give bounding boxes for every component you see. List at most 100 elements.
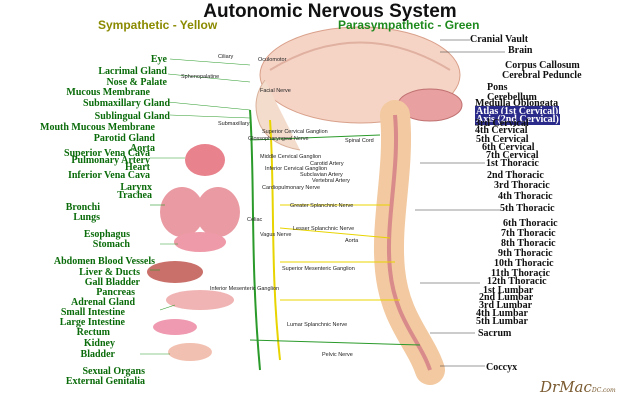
right-label-2nd-lumbar: 2nd Lumbar: [479, 292, 534, 303]
vagus-nerve-line: [249, 109, 261, 371]
left-label-submaxillary-gland: Submaxillary Gland: [83, 98, 170, 109]
right-label-11th-thoracic: 11th Thoracic: [491, 268, 550, 279]
right-label-axis-2nd-cervical-: Axis (2nd Cervical): [475, 114, 560, 125]
left-leader-lines: [140, 58, 251, 355]
bladder-shape: [168, 343, 212, 361]
left-label-nose-palate: Nose & Palate: [106, 77, 167, 88]
right-label-9th-thoracic: 9th Thoracic: [498, 248, 553, 259]
left-label-larynx: Larynx: [120, 182, 152, 193]
legend-parasympathetic: Parasympathetic - Green: [338, 18, 480, 32]
center-label-vertebral-artery: Vertebral Artery: [312, 178, 350, 184]
right-label-6th-thoracic: 6th Thoracic: [503, 218, 558, 229]
right-label-3rd-thoracic: 3rd Thoracic: [494, 180, 550, 191]
center-label-sphenopalatine: Sphenopalatine: [181, 74, 220, 80]
center-label-spinal-cord: Spinal Cord: [345, 138, 374, 144]
right-label-3rd-cervical: 3rd Cervical: [475, 118, 529, 129]
center-label-celiac: Celiac: [247, 217, 263, 223]
center-label-inferior-mesenteric-ganglion: Inferior Mesenteric Ganglion: [210, 286, 280, 292]
right-label-8th-thoracic: 8th Thoracic: [501, 238, 556, 249]
liver-shape: [147, 261, 203, 283]
center-label-glossopharyngeal-nerve: Glossopharyngeal Nerve: [248, 136, 309, 142]
left-lung-shape: [160, 187, 204, 237]
left-label-rectum: Rectum: [76, 327, 110, 338]
right-label-brain: Brain: [508, 45, 533, 56]
right-label-sacrum: Sacrum: [478, 328, 512, 339]
right-label-4th-thoracic: 4th Thoracic: [498, 191, 553, 202]
left-label-eye: Eye: [150, 54, 167, 65]
left-label-trachea: Trachea: [117, 190, 152, 201]
left-label-small-intestine: Small Intestine: [60, 307, 125, 318]
spinal-cord: [386, 114, 432, 371]
face-profile: [255, 79, 301, 151]
center-label-aorta: Aorta: [345, 238, 359, 244]
right-label-cerebral-peduncle: Cerebral Peduncle: [502, 70, 582, 81]
center-label-subclavian-artery: Subclavian Artery: [300, 172, 343, 178]
left-label-external-genitalia: External Genitalia: [65, 376, 145, 387]
right-label-4th-cervical: 4th Cervical: [475, 125, 528, 136]
left-label-adrenal-gland: Adrenal Gland: [71, 297, 135, 308]
center-label-ciliary: Ciliary: [218, 54, 234, 60]
left-label-stomach: Stomach: [92, 239, 130, 250]
right-label-12th-thoracic: 12th Thoracic: [487, 276, 547, 287]
right-label-1st-lumbar: 1st Lumbar: [483, 285, 534, 296]
right-label-5th-thoracic: 5th Thoracic: [500, 203, 555, 214]
center-label-superior-cervical-ganglion: Superior Cervical Ganglion: [262, 129, 328, 135]
right-label-corpus-callosum: Corpus Callosum: [505, 60, 580, 71]
stomach-shape: [174, 232, 226, 252]
left-label-mouth-mucous-membrane: Mouth Mucous Membrane: [40, 122, 155, 133]
signature-logo: DrMacDC.com: [540, 378, 616, 396]
left-label-abdomen-blood-vessels: Abdomen Blood Vessels: [53, 256, 155, 267]
right-label-1st-thoracic: 1st Thoracic: [486, 158, 539, 169]
right-label-7th-thoracic: 7th Thoracic: [501, 228, 556, 239]
center-label-lumar-splanchnic-nerve: Lumar Splanchnic Nerve: [287, 322, 348, 328]
left-label-mucous-membrane: Mucous Membrane: [66, 87, 150, 98]
left-label-esophagus: Esophagus: [83, 229, 130, 240]
left-label-bronchi: Bronchi: [65, 202, 100, 213]
right-label-medulla-oblongata: Medulla Oblongata: [475, 98, 559, 109]
right-label-4th-lumbar: 4th Lumbar: [476, 308, 528, 319]
left-label-kidney: Kidney: [83, 338, 115, 349]
sympathetic-branches: [279, 204, 400, 301]
right-label-3rd-lumbar: 3rd Lumbar: [479, 300, 533, 311]
left-label-parotid-gland: Parotid Gland: [93, 133, 155, 144]
right-label-pons: Pons: [487, 82, 508, 93]
left-label-gall-bladder: Gall Bladder: [84, 277, 140, 288]
left-label-inferior-vena-cava: Inferior Vena Cava: [67, 170, 150, 181]
center-label-greater-splanchnic-nerve: Greater Splanchnic Nerve: [290, 203, 354, 209]
left-label-lacrimal-gland: Lacrimal Gland: [98, 66, 167, 77]
right-label-cerebellum: Cerebellum: [487, 92, 537, 103]
page-title: Autonomic Nervous System: [203, 1, 457, 22]
center-label-submaxillary: Submaxillary: [218, 121, 250, 127]
right-label-atlas-1st-cervical-: Atlas (1st Cervical): [475, 106, 560, 117]
center-label-facial-nerve: Facial Nerve: [260, 88, 291, 94]
center-label-middle-cervical-ganglion: Middle Cervical Ganglion: [260, 154, 322, 160]
left-label-sexual-organs: Sexual Organs: [82, 366, 145, 377]
intestine-shape: [166, 290, 234, 310]
center-label-cardiopulmonary-nerve: Cardiopulmonary Nerve: [262, 185, 321, 191]
right-lung-shape: [196, 187, 240, 237]
left-label-large-intestine: Large Intestine: [59, 317, 125, 328]
corpus-callosum-shape: [269, 41, 451, 71]
sympathetic-chain-line: [269, 119, 281, 361]
right-label-7th-cervical: 7th Cervical: [486, 150, 539, 161]
center-label-lesser-splanchnic-nerve: Lesser Splanchnic Nerve: [293, 226, 355, 232]
left-label-pulmonary-artery: Pulmonary Artery: [71, 155, 150, 166]
left-label-lungs: Lungs: [73, 212, 100, 223]
center-label-superior-mesenteric-ganglion: Superior Mesenteric Ganglion: [282, 266, 355, 272]
right-label-cranial-vault: Cranial Vault: [470, 34, 529, 45]
right-label-2nd-thoracic: 2nd Thoracic: [487, 170, 544, 181]
left-label-heart: Heart: [125, 162, 150, 173]
left-label-aorta: Aorta: [130, 143, 155, 154]
right-label-5th-cervical: 5th Cervical: [476, 134, 529, 145]
heart-shape: [185, 144, 225, 176]
right-label-6th-cervical: 6th Cervical: [482, 142, 535, 153]
center-label-carotid-artery: Carotid Artery: [310, 161, 344, 167]
center-label-oculomotor: Oculomotor: [258, 57, 287, 63]
legend-sympathetic: Sympathetic - Yellow: [98, 18, 218, 32]
left-label-bladder: Bladder: [80, 349, 115, 360]
parasympathetic-branches: [249, 134, 421, 346]
right-label-coccyx: Coccyx: [486, 362, 518, 373]
left-label-pancreas: Pancreas: [96, 287, 135, 298]
